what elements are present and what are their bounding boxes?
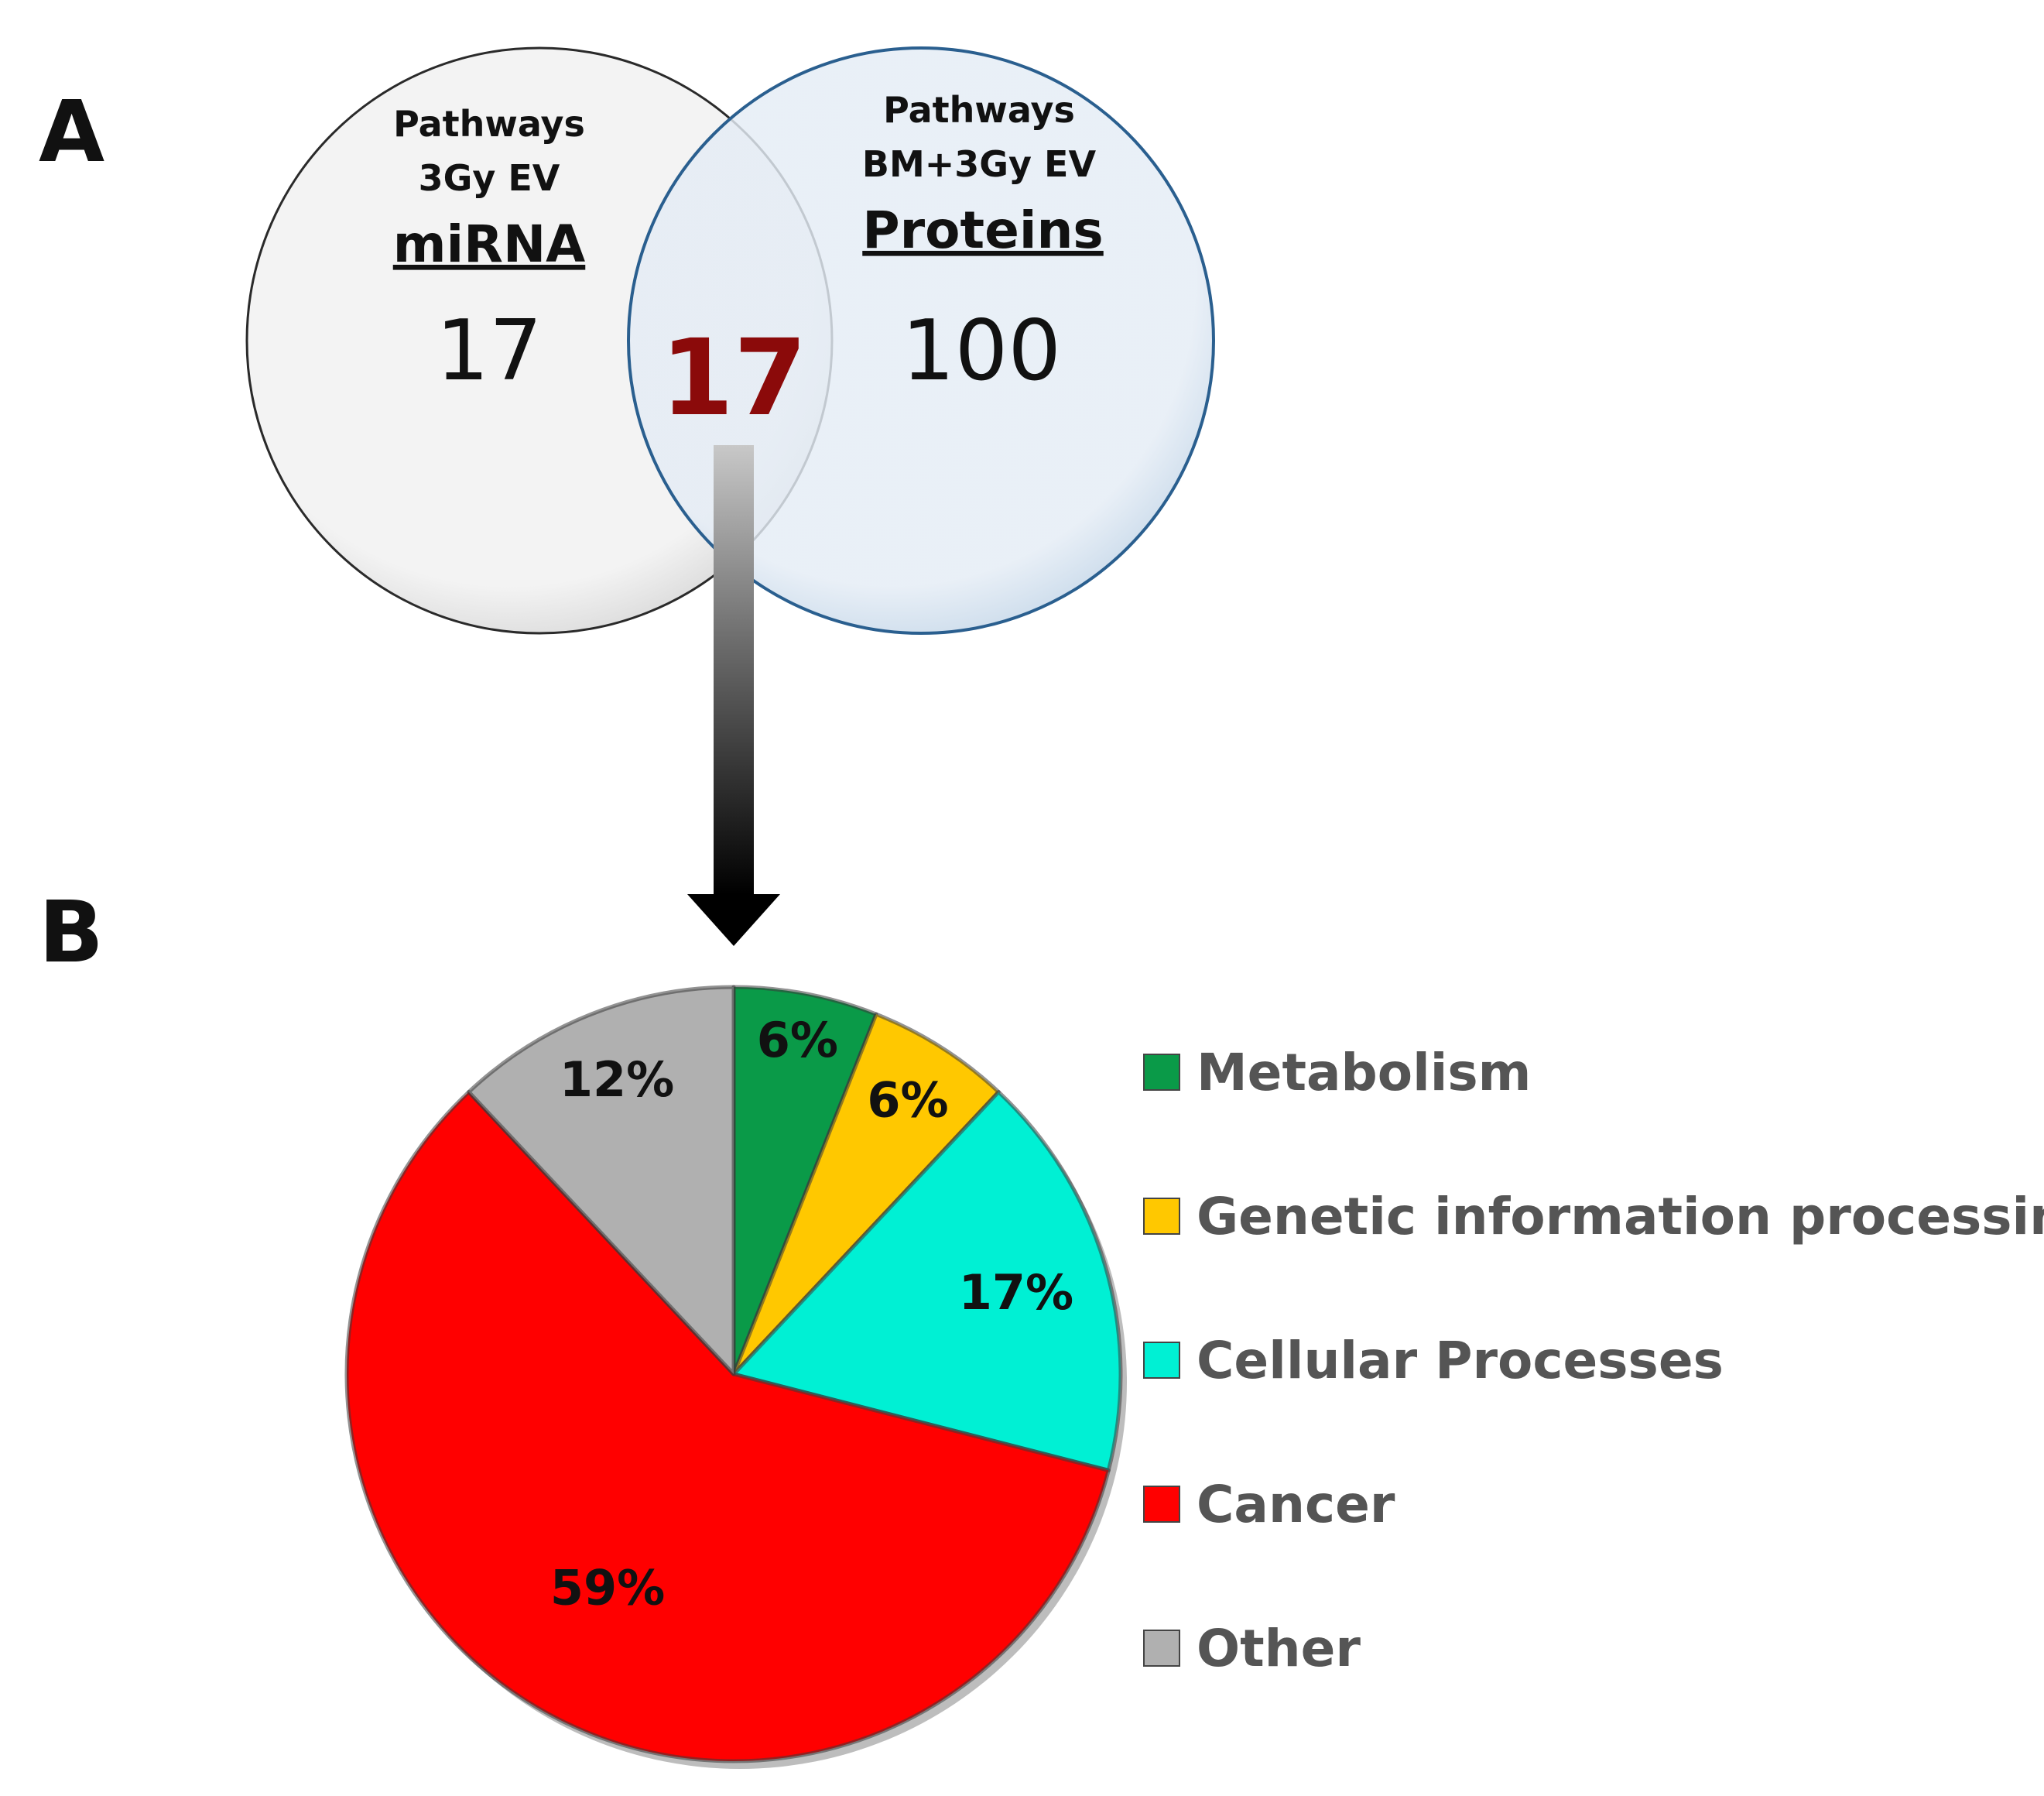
legend-swatch-genetic-information-processing	[1143, 1198, 1180, 1235]
panel-label-b: B	[39, 883, 104, 982]
legend-item-genetic-information-processing: Genetic information processing	[1143, 1187, 2044, 1246]
pie-label-cancer: 59%	[550, 1559, 665, 1616]
venn-right-count: 100	[902, 303, 1061, 399]
pie-slice-metabolism	[731, 985, 878, 1376]
pie-label-cellular-processes: 17%	[959, 1264, 1073, 1321]
legend-swatch-metabolism	[1143, 1054, 1180, 1091]
legend-label-other: Other	[1197, 1619, 1361, 1678]
legend-label-cancer: Cancer	[1197, 1475, 1395, 1534]
venn-left-count: 17	[436, 303, 542, 399]
venn-diagram: Pathways 3Gy EV miRNA 17 Pathways BM+3Gy…	[245, 46, 1215, 635]
venn-right-line1: Pathways	[883, 89, 1075, 131]
panel-label-a: A	[39, 82, 104, 181]
legend-label-metabolism: Metabolism	[1197, 1043, 1531, 1102]
venn-right-line2: BM+3Gy EV	[862, 143, 1097, 185]
legend-swatch-other	[1143, 1630, 1180, 1667]
pie-chart	[344, 985, 1127, 1769]
venn-left-title: miRNA	[393, 214, 586, 274]
venn-left-line2: 3Gy EV	[419, 157, 560, 199]
legend-item-cellular-processes: Cellular Processes	[1143, 1331, 1724, 1390]
pie-slice-other	[467, 985, 736, 1376]
legend-swatch-cellular-processes	[1143, 1342, 1180, 1379]
legend-label-genetic-information-processing: Genetic information processing	[1197, 1187, 2044, 1246]
legend-label-cellular-processes: Cellular Processes	[1197, 1331, 1724, 1390]
pie-label-metabolism: 6%	[757, 1012, 838, 1068]
legend-item-other: Other	[1143, 1619, 1361, 1678]
pie-label-genetic-information-processing: 6%	[867, 1071, 948, 1128]
venn-left-line1: Pathways	[393, 103, 585, 145]
legend-swatch-cancer	[1143, 1486, 1180, 1523]
pie-label-other: 12%	[560, 1051, 674, 1108]
venn-right-title: Proteins	[862, 201, 1103, 260]
pie-slice-cellular-processes	[731, 1090, 1123, 1472]
pie-slice-genetic-information-processing	[731, 1012, 1001, 1376]
venn-circle-right	[627, 46, 1215, 635]
pie-labels: 6% 6% 17% 59% 12%	[550, 1012, 1073, 1616]
pie-slice-cancer	[344, 1090, 1111, 1763]
venn-overlap-count: 17	[660, 317, 806, 440]
legend-item-metabolism: Metabolism	[1143, 1043, 1531, 1102]
arrow	[687, 445, 780, 946]
legend-item-cancer: Cancer	[1143, 1475, 1395, 1534]
